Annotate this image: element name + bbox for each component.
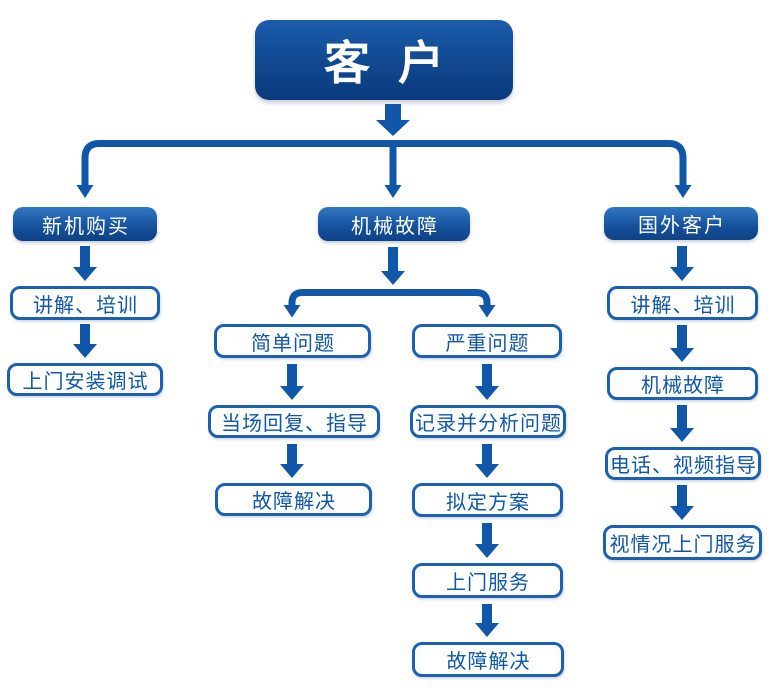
node-customer: 客户: [255, 20, 513, 100]
arrowhead-to-right-branch-icon: [674, 185, 692, 198]
arrowhead-to-middle-branch-icon: [384, 185, 402, 198]
arrow-right-3-icon: [670, 405, 694, 442]
node-serious-problem: 严重问题: [412, 324, 562, 358]
node-draft-plan: 拟定方案: [412, 483, 563, 517]
arrow-midright-4-icon: [475, 604, 499, 637]
node-simple-problem: 简单问题: [214, 324, 371, 358]
arrow-midleft-2-icon: [280, 444, 304, 478]
connector-middle-bracket: [288, 289, 491, 306]
arrow-midright-3-icon: [475, 523, 499, 558]
arrow-midleft-1-icon: [280, 364, 304, 400]
node-right-mechanical-failure: 机械故障: [607, 367, 758, 400]
arrow-left-1-icon: [73, 246, 97, 281]
arrowhead-to-left-branch-icon: [76, 185, 94, 198]
connector-top-bracket: [81, 140, 687, 186]
node-new-machine-purchase: 新机购买: [13, 207, 157, 241]
node-right-explain-training: 讲解、培训: [607, 286, 758, 320]
node-mechanical-failure: 机械故障: [318, 207, 470, 241]
arrow-midright-2-icon: [475, 444, 499, 478]
node-fault-resolved-left: 故障解决: [215, 483, 372, 516]
node-fault-resolved-right: 故障解决: [412, 642, 564, 677]
node-onspot-reply-guidance: 当场回复、指导: [208, 405, 380, 438]
arrow-middle-header-icon: [381, 247, 405, 285]
node-onsite-service: 上门服务: [412, 563, 563, 598]
node-left-explain-training: 讲解、培训: [10, 286, 160, 320]
arrow-right-1-icon: [670, 246, 694, 281]
arrow-customer-down-icon: [376, 104, 410, 136]
node-overseas-customer: 国外客户: [604, 207, 758, 240]
arrow-right-4-icon: [670, 485, 694, 520]
arrow-midright-1-icon: [475, 364, 499, 400]
node-phone-video-guidance: 电话、视频指导: [605, 447, 761, 480]
arrowhead-to-serious-icon: [478, 305, 496, 318]
node-left-onsite-install-debug: 上门安装调试: [7, 363, 163, 396]
arrow-right-2-icon: [670, 325, 694, 362]
node-onsite-service-as-needed: 视情况上门服务: [603, 525, 762, 560]
arrowhead-to-simple-icon: [283, 305, 301, 318]
node-record-analyze-problem: 记录并分析问题: [410, 405, 566, 438]
arrow-left-2-icon: [73, 324, 97, 358]
